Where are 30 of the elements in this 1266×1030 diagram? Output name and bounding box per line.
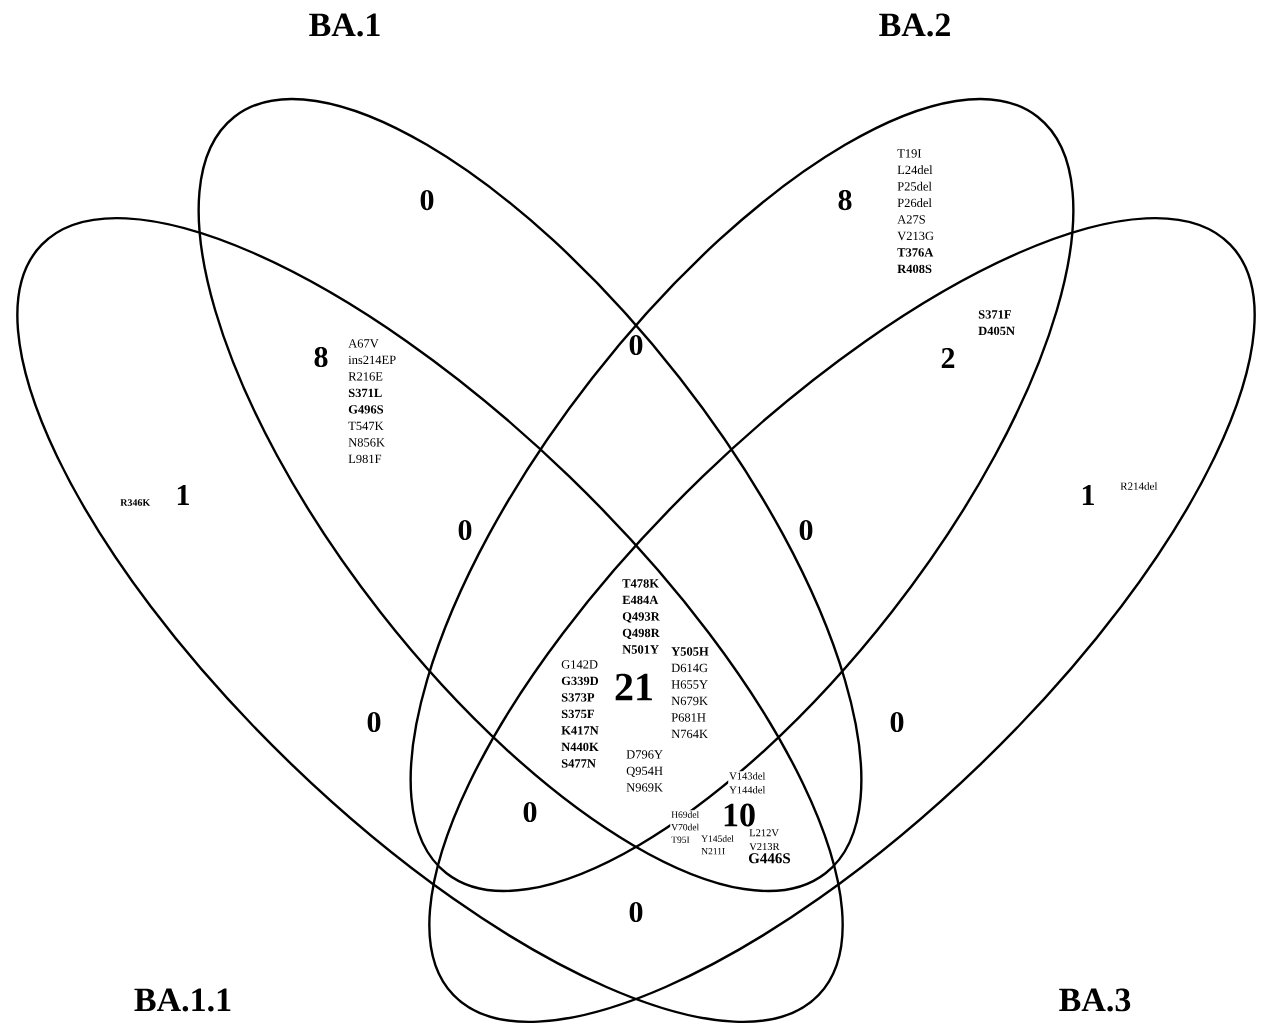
count-number: 0 (890, 711, 904, 733)
mutation-list: T478K E484A Q493R Q498R N501Y (622, 579, 660, 654)
mutation-list: G446S (748, 853, 791, 864)
count-number: 8 (838, 189, 852, 211)
mutation-list: R214del (1120, 482, 1158, 490)
mutation-list: V143del Y144del (728, 771, 768, 795)
mutation-list: A67V ins214EP R216E S371L G496S T547K N856K L981F (348, 339, 396, 464)
mutation-list: S371F D405N (978, 310, 1015, 336)
count-number: 0 (420, 189, 434, 211)
count-number: 2 (941, 348, 955, 368)
mutation-list: R346K (120, 499, 151, 506)
mutation-list: Y145del N211I (700, 834, 740, 856)
count-number: 1 (1082, 485, 1094, 505)
count-number: 0 (458, 519, 472, 541)
mutation-list: L212V V213R (748, 828, 788, 852)
mutation-list: G142D G339D S373P S375F K417N N440K S477N (561, 660, 599, 768)
count-number: 0 (523, 801, 537, 823)
count-number: 8 (314, 346, 328, 368)
count-number: 0 (367, 711, 381, 733)
mutation-list: Y505H D614G H655Y N679K P681H N764K (671, 647, 709, 739)
count-number: 0 (799, 519, 813, 541)
node-label: BA.2 (879, 13, 950, 37)
node-label: BA.1 (309, 13, 380, 37)
mutation-list: D796Y Q954H N969K (626, 750, 663, 792)
count-number: 1 (177, 485, 189, 505)
count-number: 0 (629, 334, 643, 356)
mutation-list: T19I L24del P25del P26del A27S V213G T376A R408S (897, 149, 934, 274)
count-number: 0 (629, 901, 643, 923)
count-number: 21 (615, 673, 652, 701)
count-number: 10 (724, 803, 755, 827)
